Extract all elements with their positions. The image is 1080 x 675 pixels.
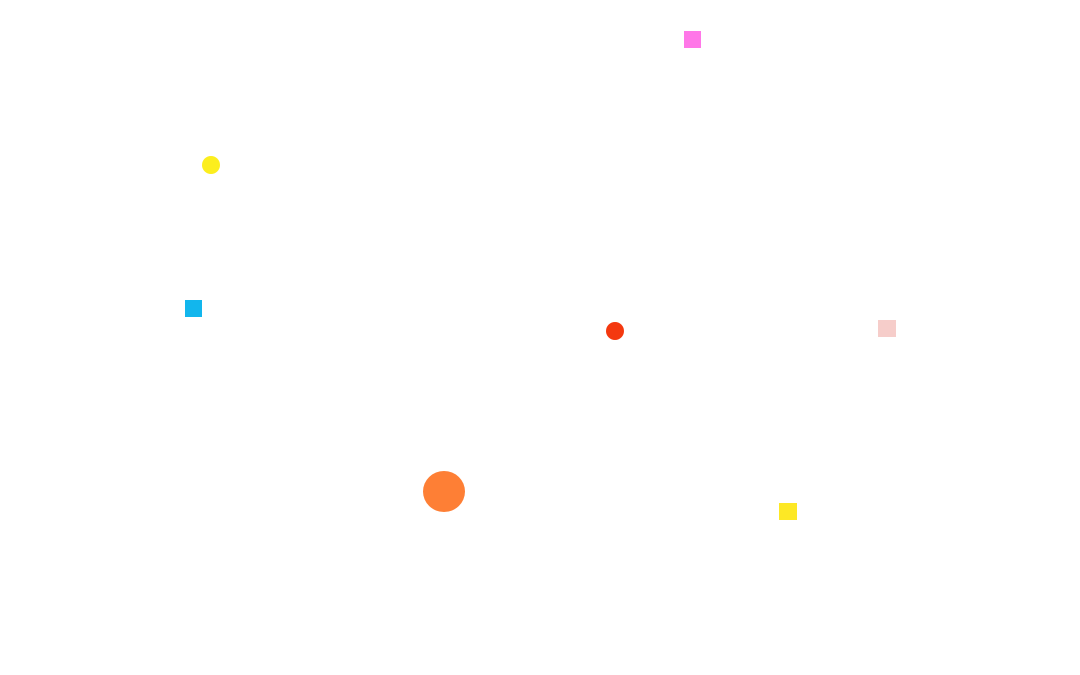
red-circle[interactable] xyxy=(606,322,624,340)
blue-square[interactable] xyxy=(185,300,202,317)
yellow-circle[interactable] xyxy=(202,156,220,174)
pink-square[interactable] xyxy=(684,31,701,48)
yellow-square[interactable] xyxy=(779,503,797,520)
orange-circle[interactable] xyxy=(423,471,465,512)
rose-square[interactable] xyxy=(878,320,896,337)
